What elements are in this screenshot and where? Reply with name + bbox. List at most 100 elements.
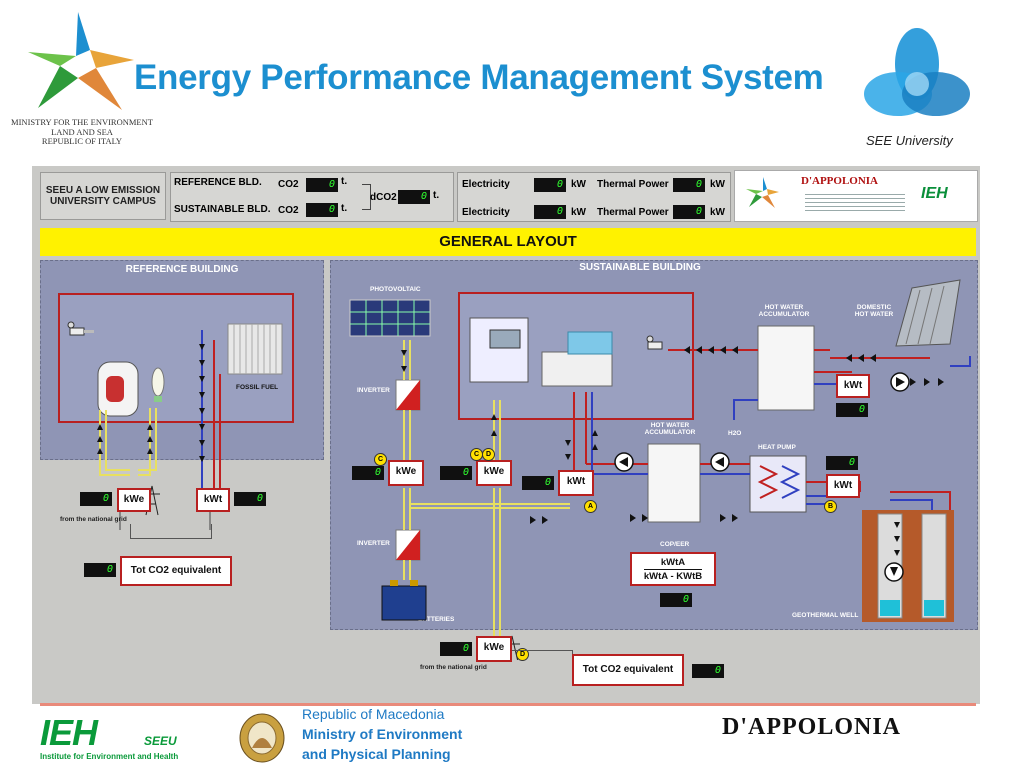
- thermal-ref-value: 0: [673, 178, 705, 192]
- marker-c2: C: [470, 448, 483, 461]
- macedonia-line1: Republic of Macedonia: [302, 706, 445, 722]
- see-university-logo: [862, 22, 972, 132]
- sus-tot-co2-box: Tot CO2 equivalent: [572, 654, 684, 686]
- ieh-caption: Institute for Environment and Health: [40, 752, 179, 761]
- ref-tot-bracket: [130, 524, 212, 539]
- ref-kwt-meter: kWt: [196, 488, 230, 512]
- sus-kwt-top-value: 0: [836, 403, 868, 417]
- batteries-label: BATTERIES: [418, 616, 455, 623]
- electricity-sus-label: Electricity: [462, 207, 510, 218]
- sus-grid-label: from the national grid: [420, 664, 487, 671]
- electricity-ref-value: 0: [534, 178, 566, 192]
- sus-kwt-a-value: 0: [522, 476, 554, 490]
- general-layout-bar: GENERAL LAYOUT: [40, 228, 976, 256]
- room-tap-icon: [646, 335, 663, 350]
- top-accumulator-icon: [757, 325, 815, 411]
- ref-tap-icon: [69, 327, 85, 336]
- mid-accumulator-icon: [647, 443, 701, 523]
- cop-label: COP/EER: [660, 541, 690, 548]
- partner-logos-strip: D'APPOLONIA IEH: [734, 170, 978, 222]
- sus-kwe-c-meter: kWe: [388, 460, 424, 486]
- sus-tot-co2-value: 0: [692, 664, 724, 678]
- sus-kwe-cd-value: 0: [440, 466, 472, 480]
- italy-ministry-caption: MINISTRY FOR THE ENVIRONMENT LAND AND SE…: [11, 117, 153, 146]
- dco2-value: 0: [398, 190, 430, 204]
- marker-d1: D: [482, 448, 495, 461]
- sustainable-bld-label: SUSTAINABLE BLD.: [174, 204, 271, 215]
- ref-kwe-meter: kWe: [117, 488, 151, 512]
- ref-kwt-value: 0: [234, 492, 266, 506]
- inverter2-icon: [395, 529, 421, 561]
- macedonia-line2: Ministry of Environment: [302, 726, 463, 742]
- ref-tot-co2-value: 0: [84, 563, 116, 577]
- room-appliances-icon: [469, 317, 613, 387]
- cop-numerator: kWtA: [644, 556, 702, 570]
- solar-thermal-icon: [895, 279, 961, 347]
- ref-kwe-value: 0: [80, 492, 112, 506]
- inverter2-label: INVERTER: [357, 540, 390, 547]
- dco2-bracket: [362, 184, 371, 210]
- thermal-ref-unit: kW: [710, 179, 725, 190]
- ref-tot-co2-box: Tot CO2 equivalent: [120, 556, 232, 586]
- co2-ref-unit: t.: [341, 176, 348, 187]
- campus-label-line1: SEEU A LOW EMISSION: [45, 185, 161, 196]
- ref-radiator-icon: [227, 323, 283, 375]
- inverter1-icon: [395, 379, 421, 411]
- thermal-sus-value: 0: [673, 205, 705, 219]
- co2-ref-value: 0: [306, 178, 338, 192]
- sus-kwt-a-meter: kWt: [558, 470, 594, 496]
- partner-dappolonia-small: D'APPOLONIA: [801, 175, 878, 187]
- marker-b: B: [824, 500, 837, 513]
- ieh-footer-logo: IEH SEEU Institute for Environment and H…: [40, 708, 200, 764]
- dappolonia-footer-logo: D'APPOLONIA: [722, 714, 901, 740]
- electricity-ref-label: Electricity: [462, 179, 510, 190]
- sus-kwe-c-value: 0: [352, 466, 384, 480]
- sus-kwe-cd-meter: kWe: [476, 460, 512, 486]
- ieh-logo-text: IEH: [40, 712, 98, 753]
- campus-label-line2: UNIVERSITY CAMPUS: [50, 196, 156, 207]
- see-university-label: SEE University: [866, 133, 953, 148]
- sus-kwt-top-meter: kWt: [836, 374, 870, 398]
- dco2-label: dCO2: [370, 192, 397, 203]
- fossil-fuel-label: FOSSIL FUEL: [236, 384, 279, 391]
- reference-bld-label: REFERENCE BLD.: [174, 177, 262, 188]
- footer-divider: [40, 703, 976, 706]
- co2-sus-unit: t.: [341, 203, 348, 214]
- thermal-ref-label: Thermal Power: [597, 179, 669, 190]
- electricity-sus-value: 0: [534, 205, 566, 219]
- sus-tot-link: [512, 650, 573, 671]
- sustainable-building-title: SUSTAINABLE BUILDING: [579, 262, 701, 273]
- macedonia-coat-of-arms: [236, 708, 288, 764]
- campus-label-box: SEEU A LOW EMISSION UNIVERSITY CAMPUS: [40, 172, 166, 220]
- co2-sus-label: CO2: [278, 205, 299, 216]
- page-title: Energy Performance Management System: [134, 58, 824, 97]
- marker-c1: C: [374, 453, 387, 466]
- italy-ministry-logo: [26, 8, 138, 114]
- h2o-label: H2O: [728, 430, 742, 437]
- sus-kwe-d-value: 0: [440, 642, 472, 656]
- battery-icon: [381, 580, 427, 621]
- partner-text-lines: [805, 191, 905, 213]
- marker-d2: D: [516, 648, 529, 661]
- inverter1-label: INVERTER: [357, 387, 390, 394]
- marker-a: A: [584, 500, 597, 513]
- cop-value: 0: [660, 593, 692, 607]
- heat-pump-label: HEAT PUMP: [758, 444, 796, 451]
- photovoltaic-label: PHOTOVOLTAIC: [370, 286, 421, 293]
- partner-star-logo: [746, 177, 779, 208]
- co2-sus-value: 0: [306, 203, 338, 217]
- sus-hp-value: 0: [826, 456, 858, 470]
- ieh-seeu-text: SEEU: [144, 734, 177, 748]
- cop-denominator: kWtA - KWtB: [643, 571, 703, 582]
- thermal-sus-label: Thermal Power: [597, 207, 669, 218]
- ref-grid-label: from the national grid: [60, 516, 127, 523]
- sus-kwe-d-meter: kWe: [476, 636, 512, 662]
- sustainable-building-graphics: [349, 279, 971, 660]
- thermal-sus-unit: kW: [710, 207, 725, 218]
- electricity-sus-unit: kW: [571, 207, 586, 218]
- reference-building-graphics: [67, 321, 283, 530]
- cop-box: kWtA kWtA - KWtB: [630, 552, 716, 586]
